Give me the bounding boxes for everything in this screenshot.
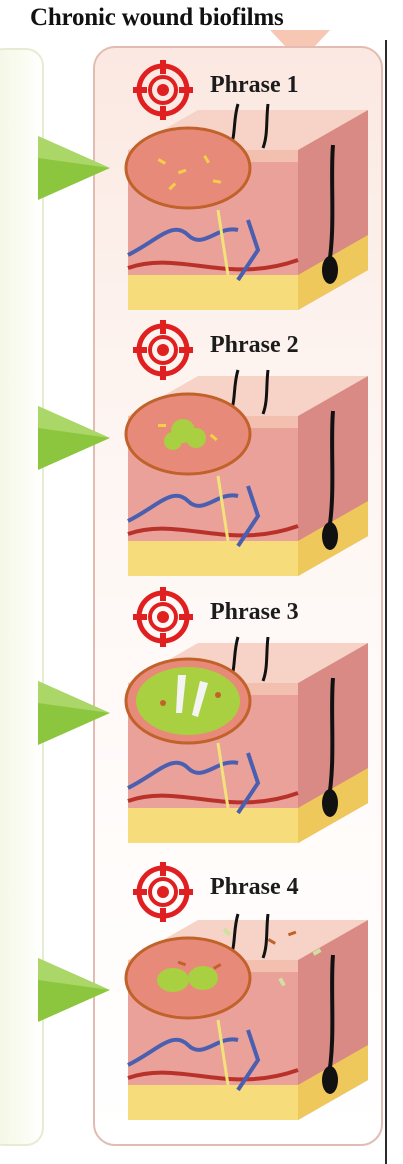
stage-label: Phrase 3 [210, 599, 299, 626]
green-triangle-arrow-icon [38, 406, 110, 470]
stage-label: Phrase 1 [210, 72, 299, 99]
stage-label: Phrase 2 [210, 332, 299, 359]
stage-label: Phrase 4 [210, 874, 299, 901]
stage-4: Phrase 4 [0, 860, 403, 1130]
stage-1: Phrase 1 [0, 50, 403, 320]
stage-3: Phrase 3 [0, 585, 403, 855]
skin-cross-section [118, 366, 368, 586]
skin-cross-section [118, 100, 368, 320]
stage-2: Phrase 2 [0, 318, 403, 588]
diagram-title: Chronic wound biofilms [30, 4, 400, 32]
green-triangle-arrow-icon [38, 681, 110, 745]
green-triangle-arrow-icon [38, 136, 110, 200]
skin-cross-section [118, 910, 368, 1130]
green-triangle-arrow-icon [38, 958, 110, 1022]
skin-cross-section [118, 633, 368, 853]
